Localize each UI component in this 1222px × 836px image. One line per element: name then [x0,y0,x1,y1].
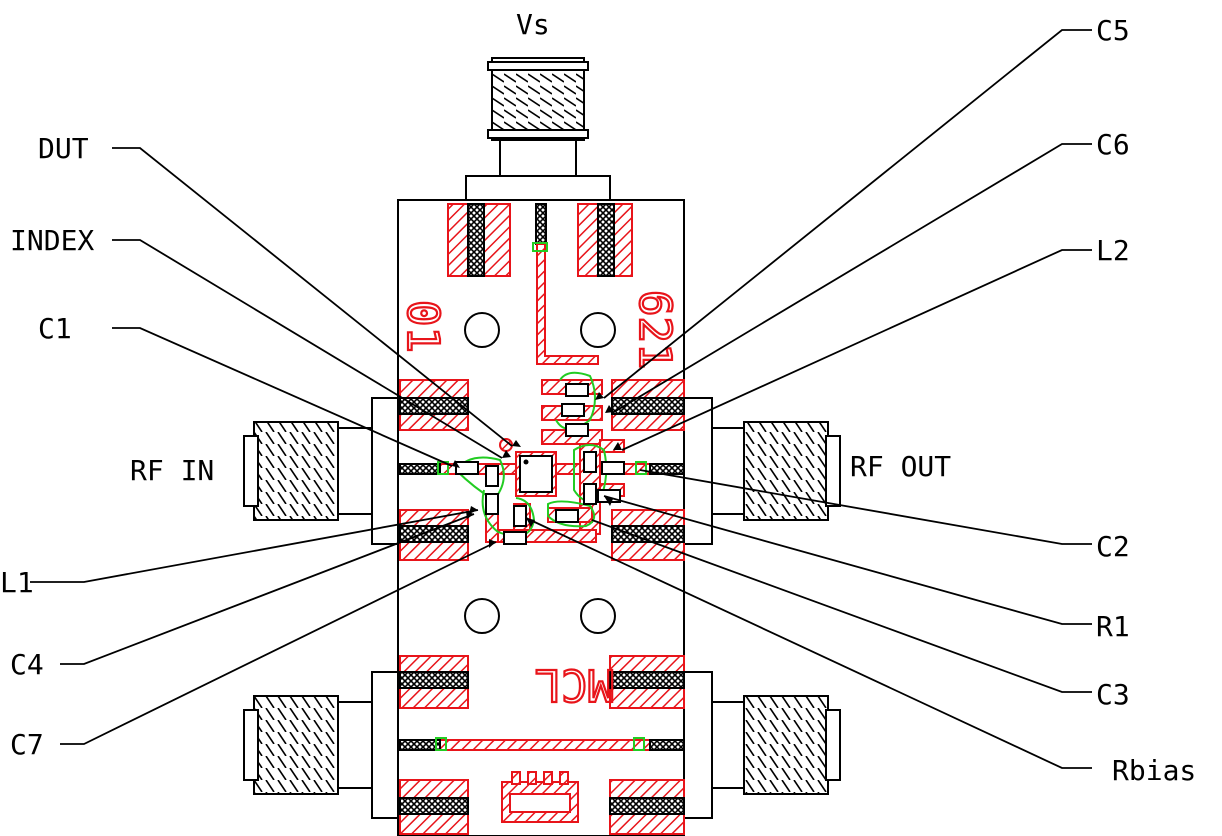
callout-l1: L1 [0,566,34,599]
callout-r1: R1 [1096,610,1130,643]
right-sma-connector-bottom [683,671,841,819]
mounting-holes [464,312,616,634]
callout-c1: C1 [38,312,72,345]
smd-parts [455,383,625,545]
board-number-left: 01 [397,300,448,353]
callout-l2: L2 [1096,234,1130,267]
top-ground-pads [447,203,633,277]
callout-rbias: Rbias [1112,754,1196,787]
callout-c5: C5 [1096,14,1130,47]
board-maker-mark: MCL [535,659,614,710]
dut-ic [515,451,557,497]
leader-lines [30,29,1092,769]
callout-dut: DUT [38,132,89,165]
left-sma-connector-top [243,397,401,545]
callout-c6: C6 [1096,128,1130,161]
right-sma-connector-top [683,397,841,545]
callout-index: INDEX [10,224,94,257]
callout-c7: C7 [10,728,44,761]
callout-c2: C2 [1096,530,1130,563]
left-sma-connector-bottom [243,671,401,819]
callout-c4: C4 [10,648,44,681]
leader-arrows [452,392,622,548]
callout-c3: C3 [1096,678,1130,711]
top-sma-connector [465,57,611,201]
side-ground-pads [399,379,685,835]
rf-out-label: RF OUT [850,450,951,483]
rf-in-label: RF IN [130,454,214,487]
vs-label: Vs [516,8,550,41]
